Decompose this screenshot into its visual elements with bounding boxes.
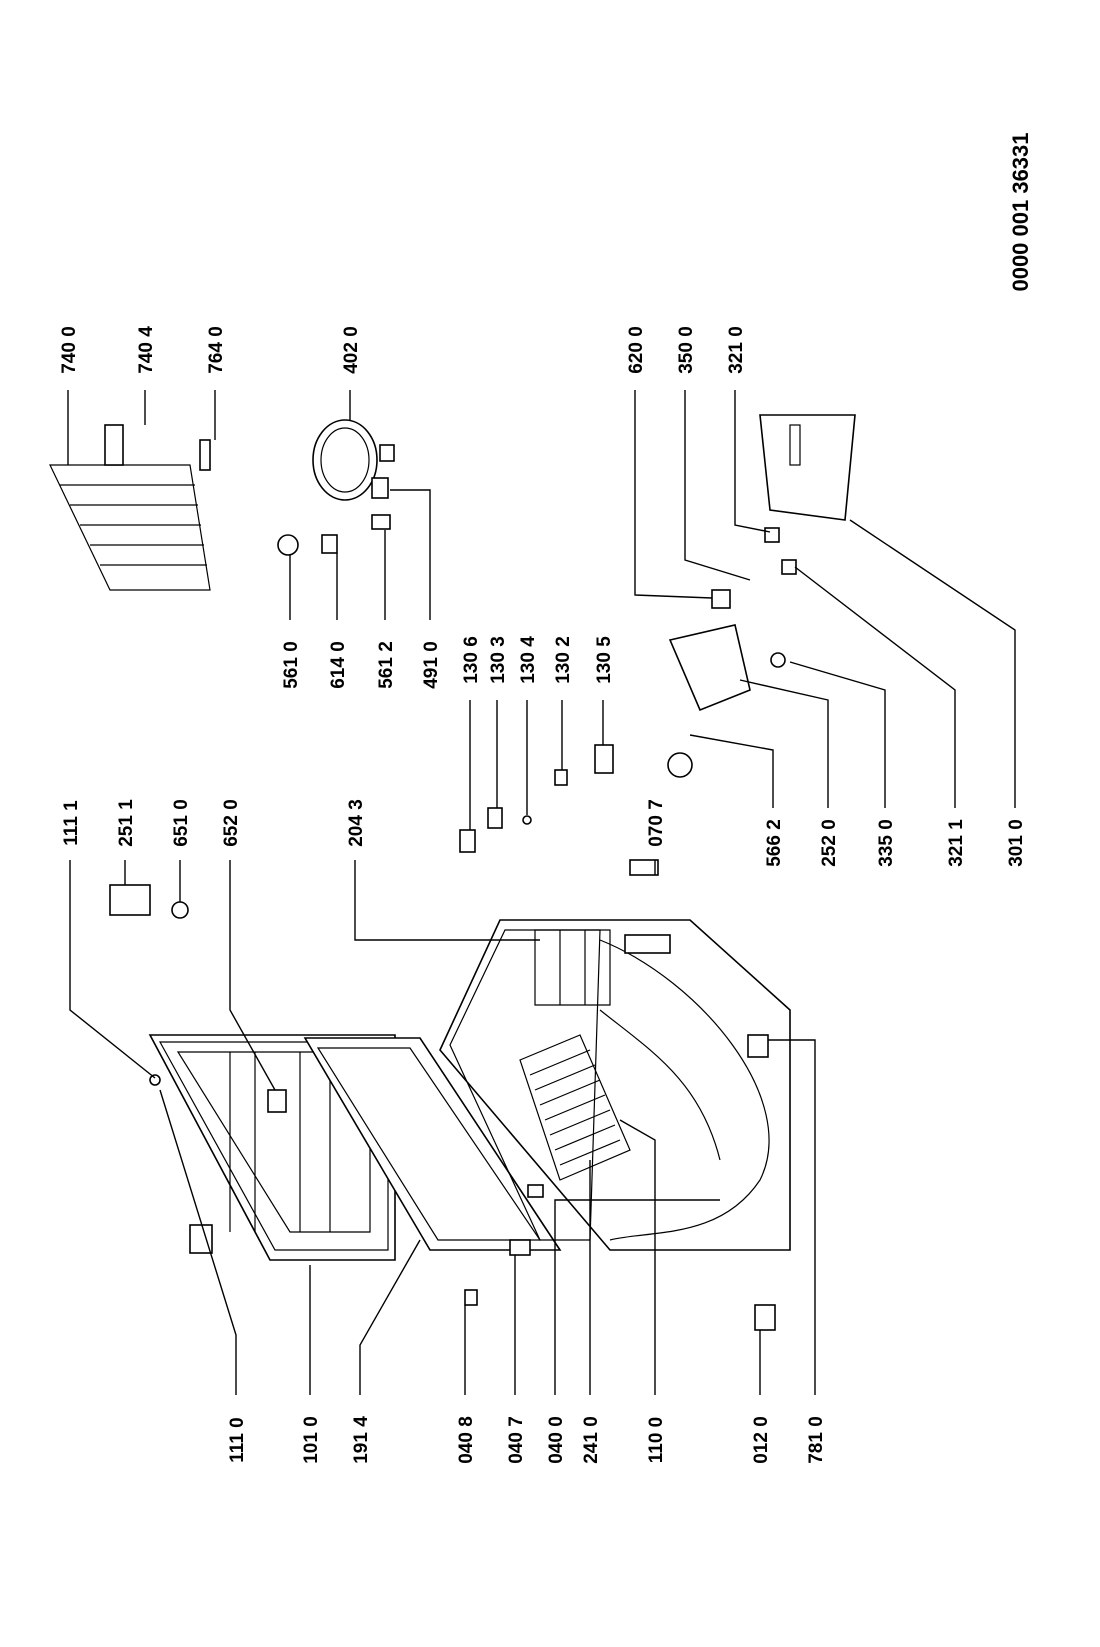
label-070-7: 070 7: [646, 799, 667, 847]
label-491-0: 491 0: [421, 641, 442, 689]
leader-lines: [67, 390, 1016, 1395]
label-652-0: 652 0: [221, 799, 242, 847]
thermostat-housing-part: [667, 624, 786, 778]
label-012-0: 012 0: [751, 1416, 772, 1464]
label-566-2: 566 2: [764, 819, 785, 867]
cabinet-part: [439, 919, 791, 1251]
evaporator-coil-part: [49, 464, 211, 591]
label-204-3: 204 3: [346, 799, 367, 847]
label-321-0: 321 0: [726, 326, 747, 374]
control-panel-part: [759, 414, 856, 521]
label-764-0: 764 0: [206, 326, 227, 374]
label-402-0: 402 0: [341, 326, 362, 374]
lid-part: [148, 1034, 396, 1261]
label-781-0: 781 0: [806, 1416, 827, 1464]
label-651-0: 651 0: [171, 799, 192, 847]
label-111-0: 111 0: [227, 1417, 248, 1462]
label-130-4: 130 4: [518, 636, 539, 684]
label-130-6: 130 6: [461, 636, 482, 684]
label-321-1: 321 1: [946, 819, 967, 867]
basket-part: [519, 1034, 631, 1181]
label-040-7: 040 7: [506, 1416, 527, 1464]
label-740-4: 740 4: [136, 326, 157, 374]
label-241-0: 241 0: [581, 1416, 602, 1464]
label-614-0: 614 0: [328, 641, 349, 689]
small-parts: [104, 424, 797, 1331]
label-130-5: 130 5: [594, 636, 615, 684]
label-130-2: 130 2: [553, 636, 574, 684]
divider-part: [534, 929, 611, 1006]
label-350-0: 350 0: [676, 326, 697, 374]
compressor-part: [312, 419, 395, 501]
label-740-0: 740 0: [59, 326, 80, 374]
label-561-0: 561 0: [281, 641, 302, 689]
label-191-4: 191 4: [351, 1416, 372, 1464]
label-301-0: 301 0: [1006, 819, 1027, 867]
label-130-3: 130 3: [488, 636, 509, 684]
label-111-1: 111 1: [61, 800, 82, 846]
label-561-2: 561 2: [376, 641, 397, 689]
label-335-0: 335 0: [876, 819, 897, 867]
label-040-0: 040 0: [546, 1416, 567, 1464]
document-number: 0000 001 36331: [1008, 132, 1033, 291]
label-251-1: 251 1: [116, 799, 137, 847]
label-620-0: 620 0: [626, 326, 647, 374]
label-101-0: 101 0: [301, 1416, 322, 1464]
label-040-8: 040 8: [456, 1416, 477, 1464]
part-labels: 111 0 101 0 191 4 040 8 040 7 040 0 241 …: [59, 132, 1033, 1463]
label-252-0: 252 0: [819, 819, 840, 867]
label-110-0: 110 0: [646, 1417, 667, 1464]
